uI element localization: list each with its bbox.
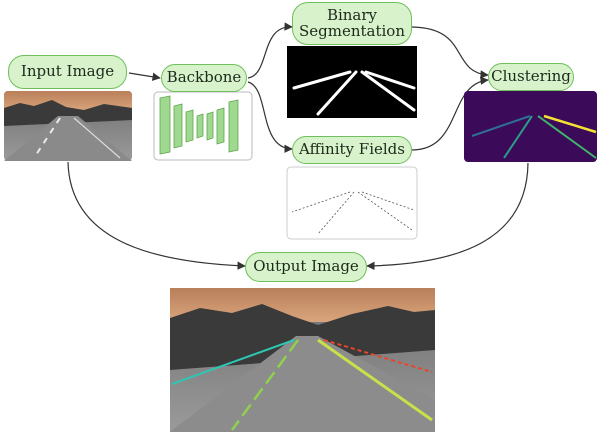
backbone-node: Backbone: [161, 64, 247, 92]
input-image-node: Input Image: [8, 55, 127, 89]
arrow-backbone-to-affinity: [248, 82, 292, 149]
binary-segmentation-node: Binary Segmentation: [292, 2, 412, 45]
arrow-backbone-to-binary: [248, 27, 292, 78]
clustering-label: Clustering: [491, 69, 571, 85]
clustering-image: [464, 91, 597, 162]
output-image-label: Output Image: [253, 259, 359, 275]
input-image-label: Input Image: [21, 64, 114, 80]
clustering-node: Clustering: [488, 63, 574, 91]
binary-segmentation-label-line2: Segmentation: [299, 24, 405, 40]
backbone-label: Backbone: [167, 70, 242, 86]
output-image-node: Output Image: [245, 252, 367, 282]
input-image-thumbnail: [4, 91, 132, 161]
affinity-fields-image: [287, 167, 417, 239]
arrow-input-to-output: [68, 162, 245, 266]
arrow-binary-to-clustering: [412, 27, 488, 75]
binary-segmentation-image: [287, 46, 417, 118]
affinity-fields-node: Affinity Fields: [292, 136, 412, 164]
output-image: [170, 288, 435, 432]
arrow-input-to-backbone: [129, 73, 160, 78]
backbone-network-icon: [154, 92, 252, 160]
affinity-fields-label: Affinity Fields: [299, 142, 405, 158]
